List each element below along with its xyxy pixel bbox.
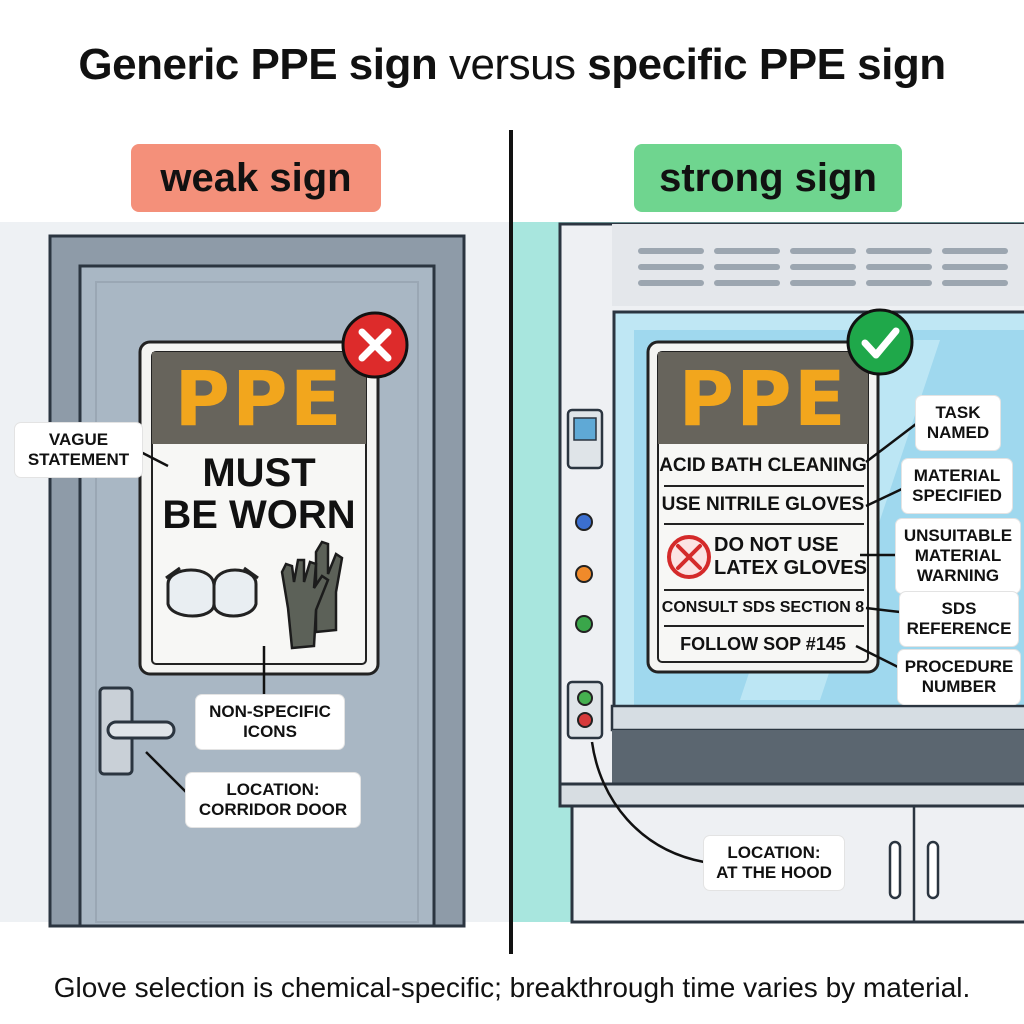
row-sds: CONSULT SDS SECTION 8 <box>661 599 865 616</box>
hood-indicator-panel <box>566 680 604 740</box>
center-divider <box>509 130 513 954</box>
row-sop: FOLLOW SOP #145 <box>680 634 846 654</box>
callout-location-corridor: LOCATION:CORRIDOR DOOR <box>186 773 360 827</box>
title-part-1: Generic PPE sign <box>78 40 438 89</box>
page-title: Generic PPE sign versus specific PPE sig… <box>0 40 1024 90</box>
strong-sign-label: strong sign <box>634 144 902 212</box>
door-handle <box>106 720 176 740</box>
strong-sign-header: PPE <box>678 354 848 443</box>
callout-location-hood: LOCATION:AT THE HOOD <box>704 836 844 890</box>
hood-valve-icon-orange <box>575 565 593 583</box>
weak-sign-header-bg <box>152 352 366 444</box>
strong-sign-header-bg <box>658 352 868 444</box>
weak-sign-line-1: MUST <box>202 451 316 495</box>
check-mark-icon <box>846 308 914 376</box>
prohibition-icon <box>667 535 711 579</box>
weak-sign-label: weak sign <box>131 144 381 212</box>
weak-sign-header: PPE <box>174 354 344 443</box>
row-gloves: USE NITRILE GLOVES <box>661 494 865 515</box>
row-warning: DO NOT USE LATEX GLOVES <box>714 534 867 579</box>
weak-sign-line-2: BE WORN <box>162 493 356 537</box>
title-part-3: specific PPE sign <box>587 40 946 89</box>
footer-note: Glove selection is chemical-specific; br… <box>53 972 971 1003</box>
goggles-icon <box>165 566 259 618</box>
row-task: ACID BATH CLEANING <box>659 455 867 476</box>
title-part-2: versus <box>448 40 576 89</box>
gloves-icon <box>280 540 344 650</box>
hood-valve-icon-blue <box>575 513 593 531</box>
hood-valve-icon-green <box>575 615 593 633</box>
hood-vents <box>638 248 1008 286</box>
